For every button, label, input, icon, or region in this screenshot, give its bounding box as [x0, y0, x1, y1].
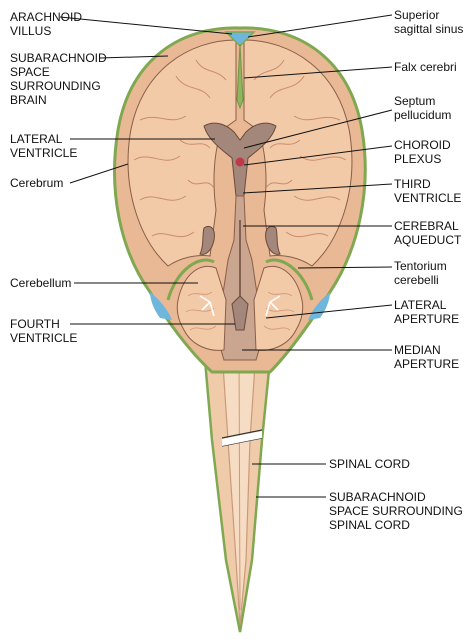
label-fourth-ventricle: FOURTH VENTRICLE: [10, 317, 77, 345]
label-spinal-cord: SPINAL CORD: [329, 457, 410, 471]
choroid-plexus: [236, 158, 245, 167]
label-choroid-plexus: CHOROID PLEXUS: [394, 138, 451, 166]
label-subarachnoid-brain: SUBARACHNOID SPACE SURROUNDING BRAIN: [10, 51, 107, 107]
label-lateral-ventricle: LATERAL VENTRICLE: [10, 132, 77, 160]
label-superior-sagittal-sinus: Superior sagittal sinus: [394, 8, 463, 36]
label-median-aperture: MEDIAN APERTURE: [394, 343, 459, 371]
label-tentorium-cerebelli: Tentorium cerebelli: [394, 259, 447, 287]
label-third-ventricle: THIRD VENTRICLE: [394, 177, 461, 205]
label-subarachnoid-spinal: SUBARACHNOID SPACE SURROUNDING SPINAL CO…: [329, 490, 463, 532]
label-cerebellum: Cerebellum: [10, 276, 71, 290]
label-falx-cerebri: Falx cerebri: [394, 60, 457, 74]
label-arachnoid-villus: ARACHNOID VILLUS: [10, 10, 82, 38]
label-lateral-aperture: LATERAL APERTURE: [394, 298, 459, 326]
label-cerebrum: Cerebrum: [10, 176, 63, 190]
label-septum-pellucidum: Septum pellucidum: [394, 94, 451, 122]
label-cerebral-aqueduct: CEREBRAL AQUEDUCT: [394, 219, 461, 247]
